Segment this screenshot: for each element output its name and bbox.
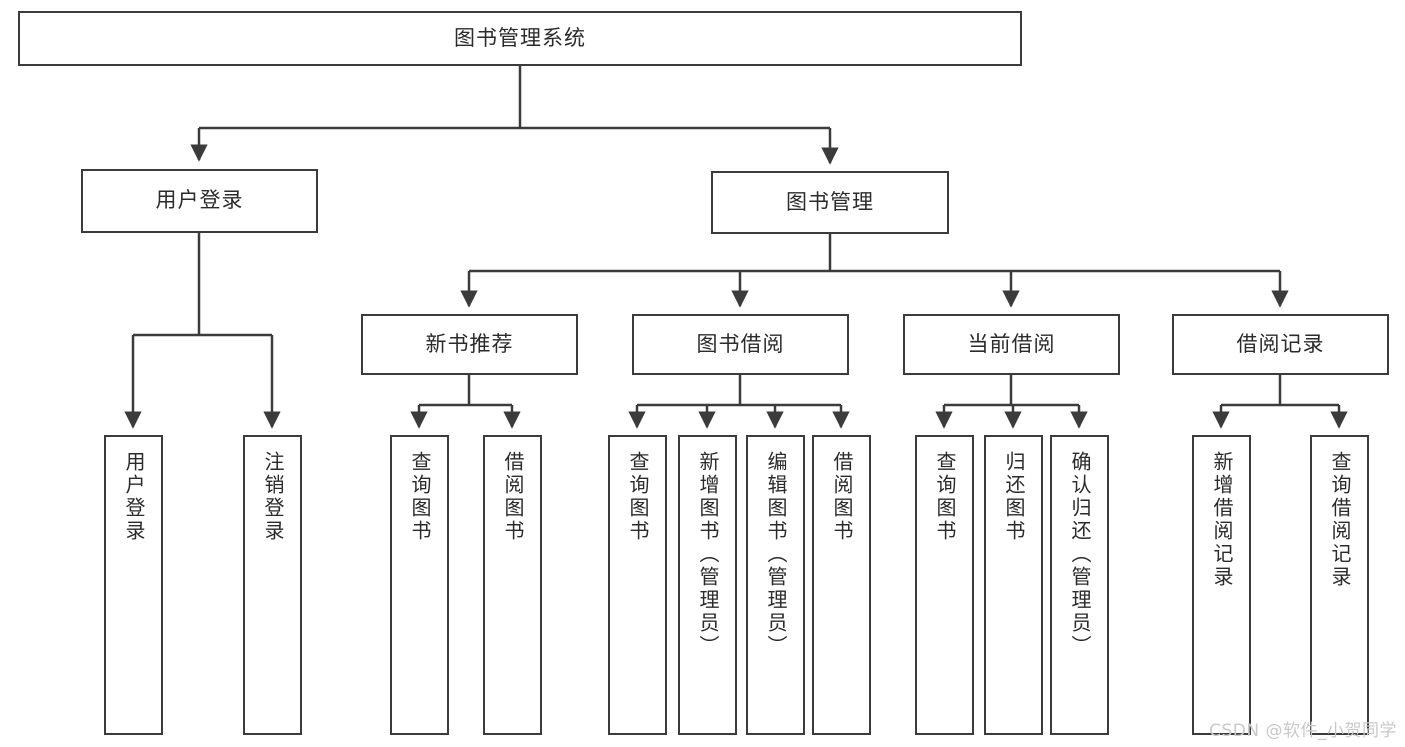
leaf-borrow-add-book-label: 新增图书（管理员） — [696, 451, 720, 658]
node-borrow-records-label: 借阅记录 — [1236, 331, 1325, 356]
leaf-current-query-book[interactable]: 查询图书 — [915, 435, 974, 735]
leaf-user-login[interactable]: 用户登录 — [104, 435, 163, 735]
leaf-newbook-borrow-book[interactable]: 借阅图书 — [483, 435, 542, 735]
leaf-borrow-lend-book-label: 借阅图书 — [830, 451, 854, 543]
leaf-current-query-book-label: 查询图书 — [933, 451, 957, 543]
leaf-user-login-label: 用户登录 — [122, 451, 146, 543]
leaf-borrow-add-book[interactable]: 新增图书（管理员） — [678, 435, 737, 735]
node-book-borrow-label: 图书借阅 — [696, 331, 785, 356]
leaf-borrow-query-book[interactable]: 查询图书 — [608, 435, 667, 735]
node-borrow-records[interactable]: 借阅记录 — [1172, 314, 1389, 375]
node-new-book-recommend-label: 新书推荐 — [425, 331, 514, 356]
leaf-newbook-borrow-book-label: 借阅图书 — [501, 451, 525, 543]
leaf-current-return-book-label: 归还图书 — [1002, 451, 1026, 543]
node-book-borrow[interactable]: 图书借阅 — [632, 314, 849, 375]
node-new-book-recommend[interactable]: 新书推荐 — [361, 314, 578, 375]
leaf-user-logout[interactable]: 注销登录 — [243, 435, 302, 735]
leaf-newbook-query-book-label: 查询图书 — [408, 451, 432, 543]
leaf-current-return-book[interactable]: 归还图书 — [984, 435, 1043, 735]
node-user-login[interactable]: 用户登录 — [81, 169, 318, 233]
csdn-watermark: CSDN @软件_小贺同学 — [1209, 721, 1397, 741]
leaf-records-add-record-label: 新增借阅记录 — [1210, 451, 1234, 589]
node-root-label: 图书管理系统 — [454, 25, 586, 50]
leaf-newbook-query-book[interactable]: 查询图书 — [390, 435, 449, 735]
node-user-login-label: 用户登录 — [155, 188, 244, 213]
leaf-records-query-record[interactable]: 查询借阅记录 — [1310, 435, 1369, 735]
node-book-management[interactable]: 图书管理 — [711, 171, 949, 234]
leaf-borrow-edit-book[interactable]: 编辑图书（管理员） — [746, 435, 805, 735]
node-book-management-label: 图书管理 — [786, 189, 874, 214]
node-current-borrow[interactable]: 当前借阅 — [903, 314, 1120, 375]
leaf-current-confirm-return[interactable]: 确认归还（管理员） — [1050, 435, 1109, 735]
leaf-borrow-lend-book[interactable]: 借阅图书 — [812, 435, 871, 735]
leaf-records-add-record[interactable]: 新增借阅记录 — [1192, 435, 1251, 735]
leaf-user-logout-label: 注销登录 — [261, 451, 285, 543]
leaf-borrow-edit-book-label: 编辑图书（管理员） — [764, 451, 788, 658]
leaf-current-confirm-return-label: 确认归还（管理员） — [1068, 451, 1092, 658]
leaf-borrow-query-book-label: 查询图书 — [626, 451, 650, 543]
leaf-records-query-record-label: 查询借阅记录 — [1328, 451, 1352, 589]
node-current-borrow-label: 当前借阅 — [967, 331, 1056, 356]
node-root[interactable]: 图书管理系统 — [18, 11, 1022, 66]
